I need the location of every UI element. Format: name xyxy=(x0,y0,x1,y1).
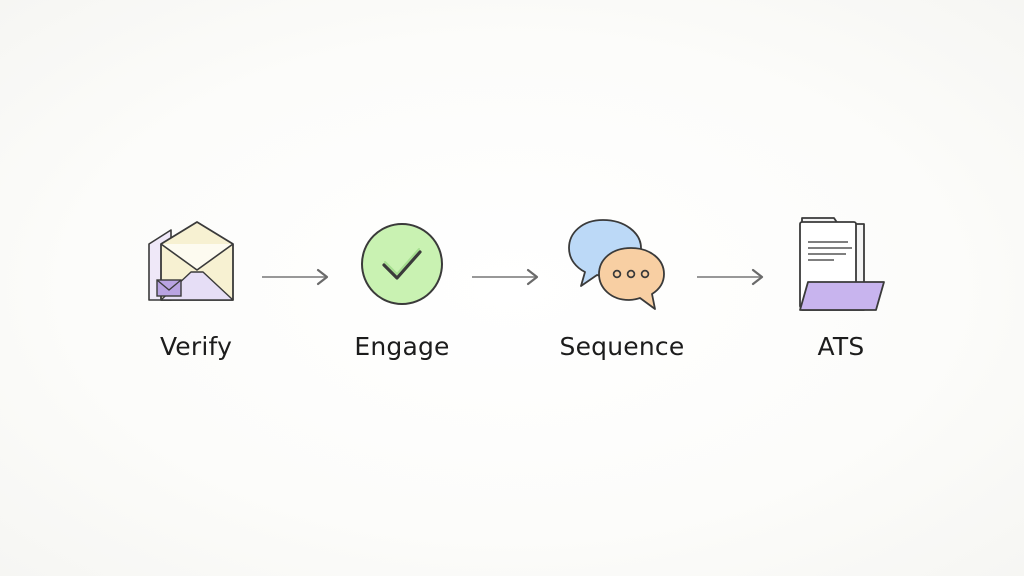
step-label-engage: Engage xyxy=(354,332,450,361)
check-circle-icon xyxy=(361,223,443,305)
envelope-icon xyxy=(148,221,234,301)
arrow-right-icon xyxy=(472,268,539,286)
folder-document-icon xyxy=(799,217,885,311)
step-label-sequence: Sequence xyxy=(559,332,685,361)
step-label-verify: Verify xyxy=(159,332,233,361)
arrow-right-icon xyxy=(697,268,764,286)
chat-bubbles-icon xyxy=(568,219,665,310)
step-ats: ATS xyxy=(756,210,926,380)
arrow-right-icon xyxy=(262,268,329,286)
step-label-ats: ATS xyxy=(817,332,865,361)
step-sequence: Sequence xyxy=(537,210,707,380)
step-verify: Verify xyxy=(111,210,281,380)
step-engage: Engage xyxy=(317,210,487,380)
